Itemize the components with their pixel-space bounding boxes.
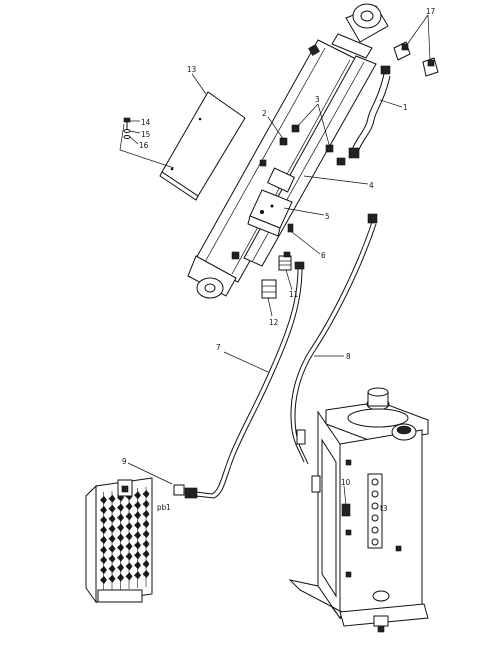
leader-lines bbox=[119, 14, 431, 507]
callout-9: 9 bbox=[122, 457, 127, 466]
hose-7 bbox=[173, 261, 305, 499]
callout-4: 4 bbox=[369, 181, 374, 190]
callout-7: 7 bbox=[216, 343, 221, 352]
cylinder-bottom-eye bbox=[187, 255, 237, 299]
tank-filler-cap bbox=[347, 387, 409, 428]
callout-10: 10 bbox=[341, 478, 351, 487]
hydraulic-cylinder bbox=[187, 3, 389, 299]
callout-15: 15 bbox=[141, 130, 150, 139]
callout-5: 5 bbox=[325, 212, 330, 221]
callout-11: 11 bbox=[289, 290, 298, 299]
callout-8: 8 bbox=[346, 352, 351, 361]
cylinder-top-eye bbox=[331, 3, 389, 59]
callout-3: 3 bbox=[315, 95, 320, 104]
cover-plate bbox=[159, 91, 246, 201]
hose-8 bbox=[290, 213, 378, 465]
valve-block bbox=[247, 167, 296, 237]
callout-17: 17 bbox=[426, 7, 435, 16]
tank-breather bbox=[391, 423, 417, 441]
callout-16: 16 bbox=[139, 141, 149, 150]
tank-port-row bbox=[367, 473, 383, 549]
fitting-11 bbox=[278, 255, 292, 271]
fitting-12 bbox=[261, 251, 291, 299]
callout-2: 2 bbox=[262, 109, 267, 118]
bolt-washer-set bbox=[123, 117, 131, 139]
callout-t13: t3 bbox=[380, 504, 387, 513]
callout-13: 13 bbox=[187, 65, 196, 74]
hydraulic-tank bbox=[288, 387, 429, 633]
callout-labels: 1 2 3 4 5 6 7 8 9 10 11 12 13 14 15 16 1… bbox=[122, 7, 435, 513]
tank-drain bbox=[372, 590, 390, 633]
hose-1 bbox=[336, 65, 391, 166]
callout-14: 14 bbox=[141, 118, 151, 127]
callout-1: 1 bbox=[403, 103, 408, 112]
elbow-fittings bbox=[393, 41, 439, 77]
callout-pb1: pb1 bbox=[157, 503, 171, 512]
callout-12: 12 bbox=[269, 318, 278, 327]
callout-6: 6 bbox=[321, 251, 326, 260]
control-valve-bank bbox=[85, 477, 153, 604]
